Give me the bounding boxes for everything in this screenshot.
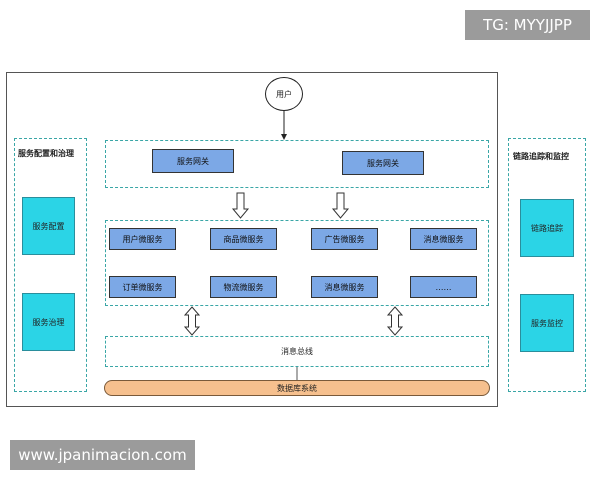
message-bus-label: 消息总线 bbox=[281, 347, 313, 356]
monitoring-label: 服务监控 bbox=[531, 318, 563, 328]
watermark-top-right-text: TG: MYYJJPP bbox=[483, 16, 572, 34]
gateway-to-services-arrow-left bbox=[231, 192, 250, 219]
ad-service-box: 广告微服务 bbox=[311, 228, 378, 250]
message-service-box-2: 消息微服务 bbox=[311, 276, 378, 298]
gateway-layer bbox=[105, 140, 489, 188]
service-config-label: 服务配置 bbox=[32, 221, 65, 231]
services-bus-arrow-left bbox=[183, 306, 201, 336]
more-services-label: …… bbox=[435, 282, 452, 292]
service-governance-label: 服务治理 bbox=[32, 317, 65, 327]
tracing-monitoring-panel: 链路追踪和监控 bbox=[508, 138, 586, 392]
order-service-box: 订单微服务 bbox=[109, 276, 176, 298]
config-governance-panel: 服务配置和治理 bbox=[14, 138, 87, 392]
service-governance-box: 服务治理 bbox=[22, 293, 75, 351]
message-service-label-2: 消息微服务 bbox=[324, 282, 365, 292]
service-config-box: 服务配置 bbox=[22, 197, 75, 255]
user-label: 用户 bbox=[276, 89, 292, 99]
user-service-label: 用户微服务 bbox=[122, 234, 163, 244]
gateway-label-right: 服务网关 bbox=[367, 158, 399, 168]
watermark-bottom-left: www.jpanimacion.com bbox=[10, 440, 195, 470]
gateway-label-left: 服务网关 bbox=[177, 156, 209, 166]
watermark-bottom-left-text: www.jpanimacion.com bbox=[18, 446, 187, 464]
services-bus-arrow-right bbox=[386, 306, 404, 336]
user-node: 用户 bbox=[265, 77, 303, 111]
product-service-box: 商品微服务 bbox=[210, 228, 277, 250]
message-service-label-1: 消息微服务 bbox=[423, 234, 464, 244]
product-service-label: 商品微服务 bbox=[223, 234, 264, 244]
watermark-top-right: TG: MYYJJPP bbox=[465, 10, 590, 40]
more-services-box: …… bbox=[410, 276, 477, 298]
message-service-box-1: 消息微服务 bbox=[410, 228, 477, 250]
monitoring-box: 服务监控 bbox=[520, 294, 574, 352]
microservices-layer bbox=[105, 220, 489, 306]
database-system: 数据库系统 bbox=[104, 380, 490, 396]
tracing-label: 链路追踪 bbox=[531, 223, 563, 233]
order-service-label: 订单微服务 bbox=[122, 282, 163, 292]
logistics-service-label: 物流微服务 bbox=[223, 282, 264, 292]
tracing-monitoring-title: 链路追踪和监控 bbox=[513, 152, 569, 161]
logistics-service-box: 物流微服务 bbox=[210, 276, 277, 298]
message-bus: 消息总线 bbox=[105, 336, 489, 367]
database-label: 数据库系统 bbox=[277, 383, 317, 393]
user-service-box: 用户微服务 bbox=[109, 228, 176, 250]
ad-service-label: 广告微服务 bbox=[324, 234, 365, 244]
tracing-box: 链路追踪 bbox=[520, 199, 574, 257]
config-governance-title: 服务配置和治理 bbox=[18, 149, 74, 158]
gateway-box-left: 服务网关 bbox=[152, 149, 234, 173]
gateway-box-right: 服务网关 bbox=[342, 151, 424, 175]
gateway-to-services-arrow-right bbox=[331, 192, 350, 219]
